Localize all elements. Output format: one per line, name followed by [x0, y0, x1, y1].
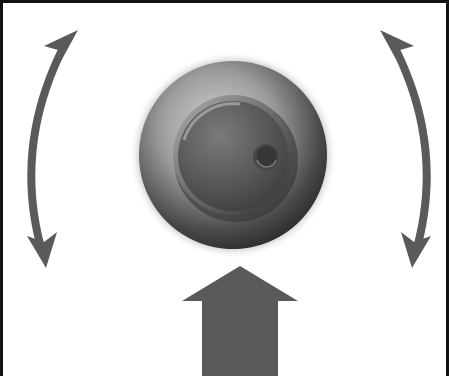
push-arrow-icon [182, 266, 298, 376]
knob-indicator [253, 144, 279, 170]
left-rotation-arrow-icon [27, 30, 78, 268]
rotary-knob-icon [129, 51, 337, 259]
right-rotation-arrow-icon [380, 30, 431, 268]
